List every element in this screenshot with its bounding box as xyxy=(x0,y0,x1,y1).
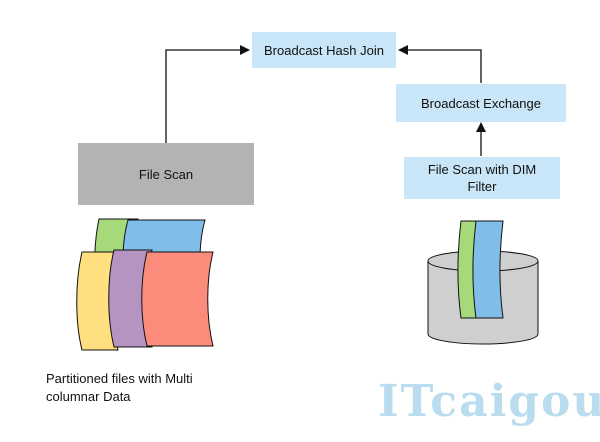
node-file-scan-dim-filter: File Scan with DIM Filter xyxy=(404,157,560,199)
node-broadcast-exchange-label: Broadcast Exchange xyxy=(421,95,541,111)
node-file-scan-label: File Scan xyxy=(138,166,194,182)
node-broadcast-exchange: Broadcast Exchange xyxy=(396,84,566,122)
partitioned-files-caption-line1: Partitioned files with Multi xyxy=(46,371,193,386)
node-broadcast-hash-join-label: Broadcast Hash Join xyxy=(264,42,384,58)
watermark-logo: ITcaigou xyxy=(378,376,600,427)
file-page-salmon xyxy=(141,251,214,347)
partitioned-files-caption: Partitioned files with Multi columnar Da… xyxy=(46,370,193,406)
node-file-scan: File Scan xyxy=(78,143,254,205)
partitioned-files-caption-line2: columnar Data xyxy=(46,389,131,404)
arrow-exchange-to-join xyxy=(398,45,482,83)
arrow-file-scan-to-join xyxy=(165,45,250,143)
cylinder-file-blue xyxy=(472,220,504,319)
node-file-scan-dim-label-line2: Filter xyxy=(467,179,497,194)
node-file-scan-dim-label-line1: File Scan with DIM xyxy=(427,162,537,177)
node-broadcast-hash-join: Broadcast Hash Join xyxy=(252,32,396,68)
